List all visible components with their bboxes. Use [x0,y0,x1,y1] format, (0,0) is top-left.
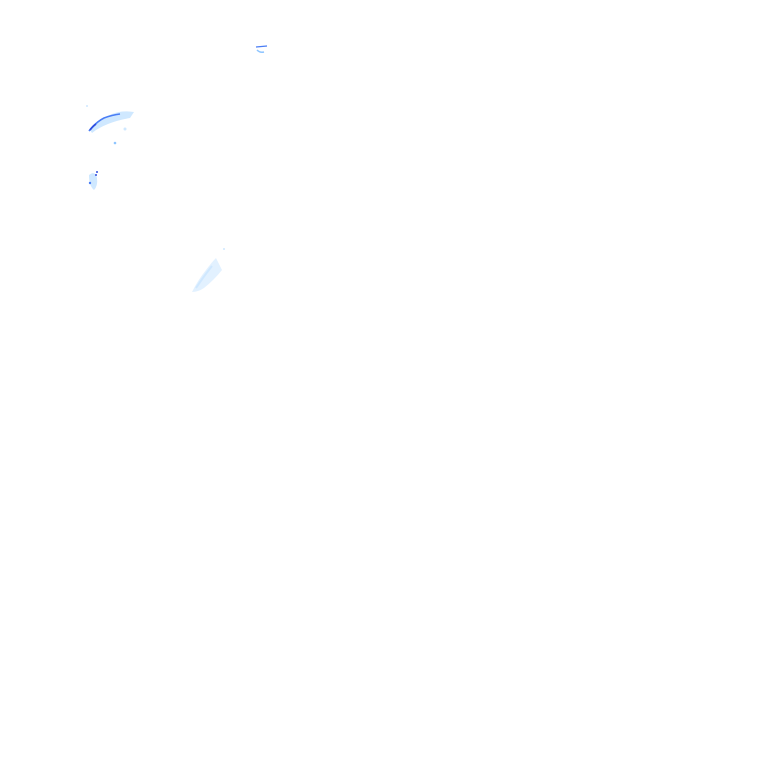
echo-streak-lower [192,248,225,292]
echo-heavy-core [89,123,97,131]
echo-dot [113,141,117,145]
echo-streak [256,49,265,53]
echo-heavy-dot [95,174,97,176]
echo-dot [86,105,88,107]
echo-dot [223,248,225,250]
echo-band-arc [86,105,134,145]
echo-dot [123,127,127,131]
echo-light-streak [195,265,213,289]
echo-dot [88,181,92,185]
echo-heavy-dot [96,171,98,173]
echo-cell-top [255,45,268,53]
echo-cell-left [88,171,98,190]
echo-light-area [89,173,98,190]
echo-streak [255,45,268,48]
echo-light-area [90,111,134,133]
